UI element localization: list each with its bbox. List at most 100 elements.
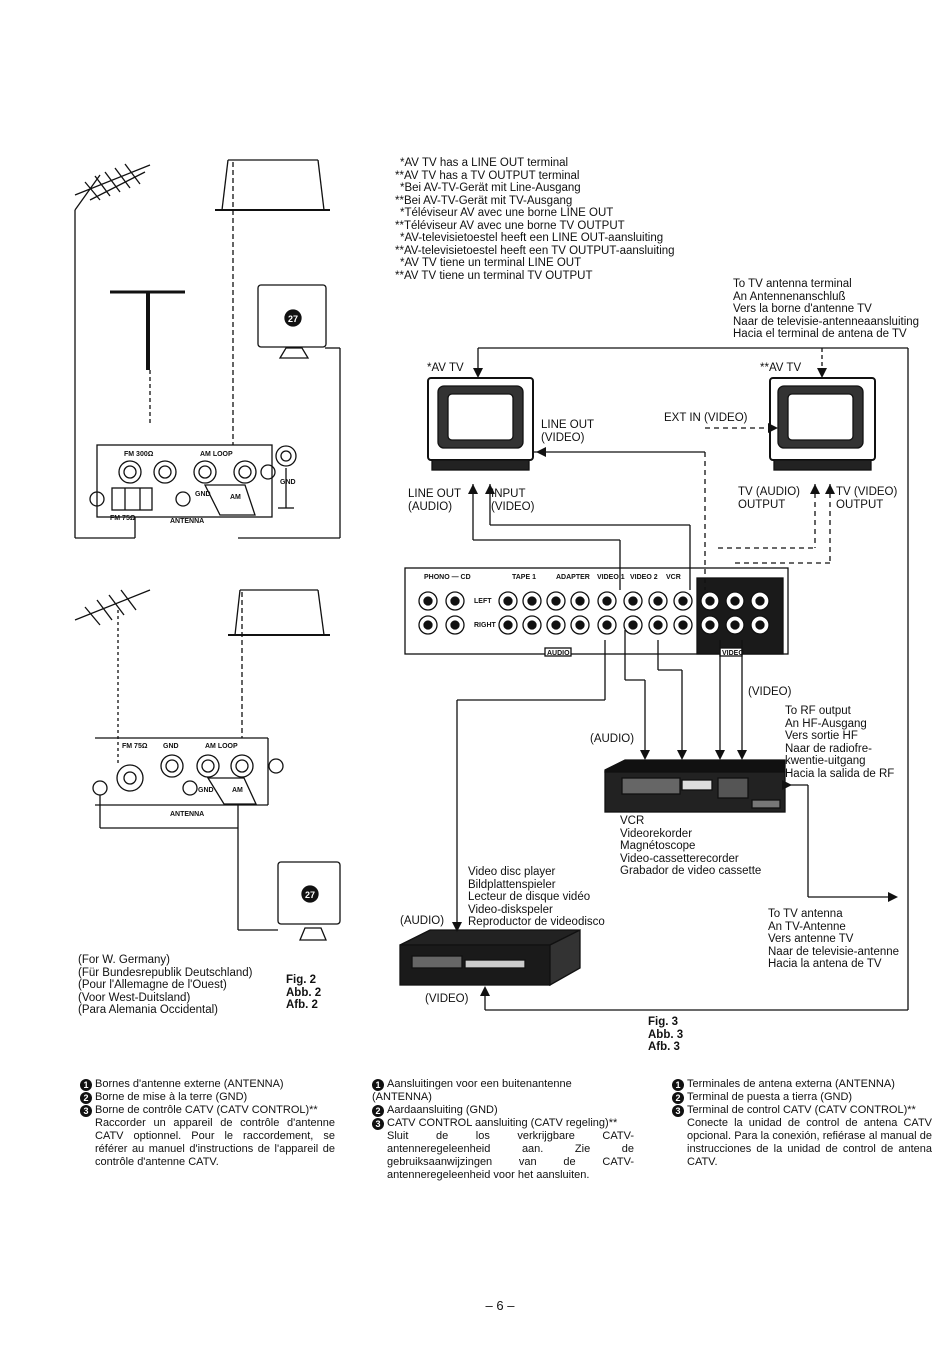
marker-27-bottom: 27 (305, 890, 315, 900)
label-line: kwentie-uitgang (785, 755, 866, 767)
label-line: Magnétoscope (620, 840, 696, 852)
av-tv-right-icon (769, 377, 876, 471)
video2-label: VIDEO 2 (630, 574, 658, 581)
label-line: Abb. 3 (648, 1028, 684, 1041)
caption-item: Aardaansluiting (GND) (387, 1104, 498, 1116)
label-line: Video-diskspeler (468, 903, 553, 916)
number-1-icon: 1 (672, 1079, 684, 1091)
av-tv-right-label: **AV TV (760, 362, 802, 374)
number-1-icon: 1 (80, 1079, 92, 1091)
audio-tag: AUDIO (547, 650, 570, 657)
video-label: (VIDEO) (748, 686, 792, 698)
am-loop-label-bottom: AM LOOP (205, 743, 238, 750)
label-line: VCR (620, 815, 645, 827)
audio-disc-label: (AUDIO) (400, 915, 445, 927)
label-line: (Für Bundesrepublik Deutschland) (78, 966, 253, 979)
vcr-icon (604, 759, 786, 813)
audio-label: (AUDIO) (590, 733, 635, 745)
vcr-label-panel: VCR (666, 574, 681, 581)
right-label: RIGHT (474, 622, 497, 629)
caption-item: Aansluitingen voor een buitenantenne (AN… (372, 1078, 572, 1103)
video-tag: VIDEO (722, 650, 744, 657)
page-number: – 6 – (485, 1298, 515, 1313)
video1-label: VIDEO 1 (597, 574, 625, 581)
label-line: Fig. 2 (286, 974, 317, 986)
label-line: (Voor West-Duitsland) (78, 991, 191, 1004)
gnd-label-top: GND (195, 491, 211, 498)
label-line: TV (VIDEO) (836, 486, 898, 498)
label-line: Vers sortie HF (785, 730, 858, 742)
phono-cd-label: PHONO — CD (424, 574, 471, 581)
label-line: Vers antenne TV (768, 933, 854, 945)
video-disc-label: (VIDEO) (425, 993, 469, 1005)
antenna-terminal-panel-top (75, 444, 297, 539)
number-2-icon: 2 (80, 1092, 92, 1104)
outdoor-fm-antenna-bottom-icon (228, 589, 330, 738)
to-tv-antenna: To TV antenna An TV-Antenne Vers antenne… (768, 908, 899, 971)
label-line: Afb. 3 (648, 1041, 680, 1053)
fig3-label: Fig. 3 Abb. 3 Afb. 3 (648, 1016, 683, 1054)
label-line: To TV antenna (768, 908, 843, 920)
to-rf-output: To RF output An HF-Ausgang Vers sortie H… (785, 705, 894, 780)
line-out-video-label: LINE OUT (VIDEO) (541, 419, 594, 444)
caption-item: Borne de contrôle CATV (CATV CONTROL)** (95, 1104, 318, 1116)
outdoor-fm-antenna-top-icon (215, 159, 330, 445)
tv-notes: *AV TV has a LINE OUT terminal **AV TV h… (395, 157, 675, 282)
caption-item: Terminal de puesta a tierra (GND) (687, 1091, 853, 1103)
label-line: Afb. 2 (286, 999, 318, 1011)
label-line: LINE OUT (408, 488, 462, 500)
label-line: OUTPUT (836, 498, 884, 511)
tv-note: *AV TV tiene un terminal LINE OUT (400, 257, 582, 269)
to-tv-antenna-terminal: To TV antenna terminal An Antennenanschl… (733, 278, 919, 341)
germany-note: (For W. Germany) (Für Bundesrepublik Deu… (78, 954, 253, 1017)
ext-in-video-label: EXT IN (VIDEO) (664, 412, 748, 424)
tv-note: *Bei AV-TV-Gerät mit Line-Ausgang (400, 182, 581, 194)
label-line: Naar de televisie-antenne (768, 945, 900, 958)
tv-antenna-bottom-icon (74, 589, 151, 765)
gnd-label-bottom: GND (163, 743, 179, 750)
number-3-icon: 3 (372, 1118, 384, 1130)
label-line: Naar de televisie-antenneaansluiting (733, 315, 920, 328)
input-video-label: INPUT (VIDEO) (491, 488, 534, 513)
marker-27-top: 27 (288, 314, 298, 324)
label-line: (AUDIO) (408, 500, 453, 513)
tv-note: *AV TV has a LINE OUT terminal (400, 157, 569, 169)
av-tv-left-icon (427, 377, 534, 471)
antenna-label-bottom: ANTENNA (170, 811, 204, 818)
antenna-label-top: ANTENNA (170, 518, 204, 525)
label-line: Lecteur de disque vidéo (468, 891, 591, 903)
fm-300-label: FM 300Ω (124, 451, 154, 458)
label-line: Hacia el terminal de antena de TV (733, 328, 907, 340)
fm-75-label-top: FM 75Ω (110, 515, 136, 522)
vcr-labels: VCR Videorekorder Magnétoscope Video-cas… (620, 815, 761, 878)
fm-antenna-top-icon (110, 290, 185, 425)
label-line: To TV antenna terminal (733, 278, 852, 290)
label-line: Fig. 3 (648, 1016, 679, 1028)
line-out-audio-label: LINE OUT (AUDIO) (408, 488, 461, 513)
tv-note: **Téléviseur AV avec une borne TV OUTPUT (395, 219, 625, 232)
label-line: Hacia la antena de TV (768, 958, 882, 970)
label-line: Reproductor de videodisco (468, 916, 605, 928)
label-line: Grabador de video cassette (620, 865, 762, 877)
tv-antenna-top-icon (74, 163, 151, 538)
label-line: TV (AUDIO) (738, 486, 800, 498)
gnd-label-bottom-2: GND (198, 787, 214, 794)
connection-lines (456, 347, 909, 1011)
number-2-icon: 2 (372, 1105, 384, 1117)
label-line: Video disc player (468, 866, 556, 878)
am-loop-antenna-top-icon (238, 284, 341, 539)
label-line: LINE OUT (541, 419, 595, 431)
video-disc-labels: Video disc player Bildplattenspieler Lec… (468, 866, 605, 929)
caption-item: Bornes d'antenne externe (ANTENNA) (95, 1078, 284, 1090)
label-line: (VIDEO) (491, 500, 535, 513)
label-line: (Para Alemania Occidental) (78, 1004, 218, 1016)
tv-note: *Téléviseur AV avec une borne LINE OUT (400, 207, 614, 219)
label-line: OUTPUT (738, 498, 786, 511)
tv-note: **AV TV tiene un terminal TV OUTPUT (395, 269, 593, 282)
video-disc-player-icon (399, 928, 581, 987)
caption-item: CATV CONTROL aansluiting (CATV regeling)… (387, 1117, 618, 1129)
caption-body: Conecte la unidad de control de antena C… (687, 1117, 932, 1168)
